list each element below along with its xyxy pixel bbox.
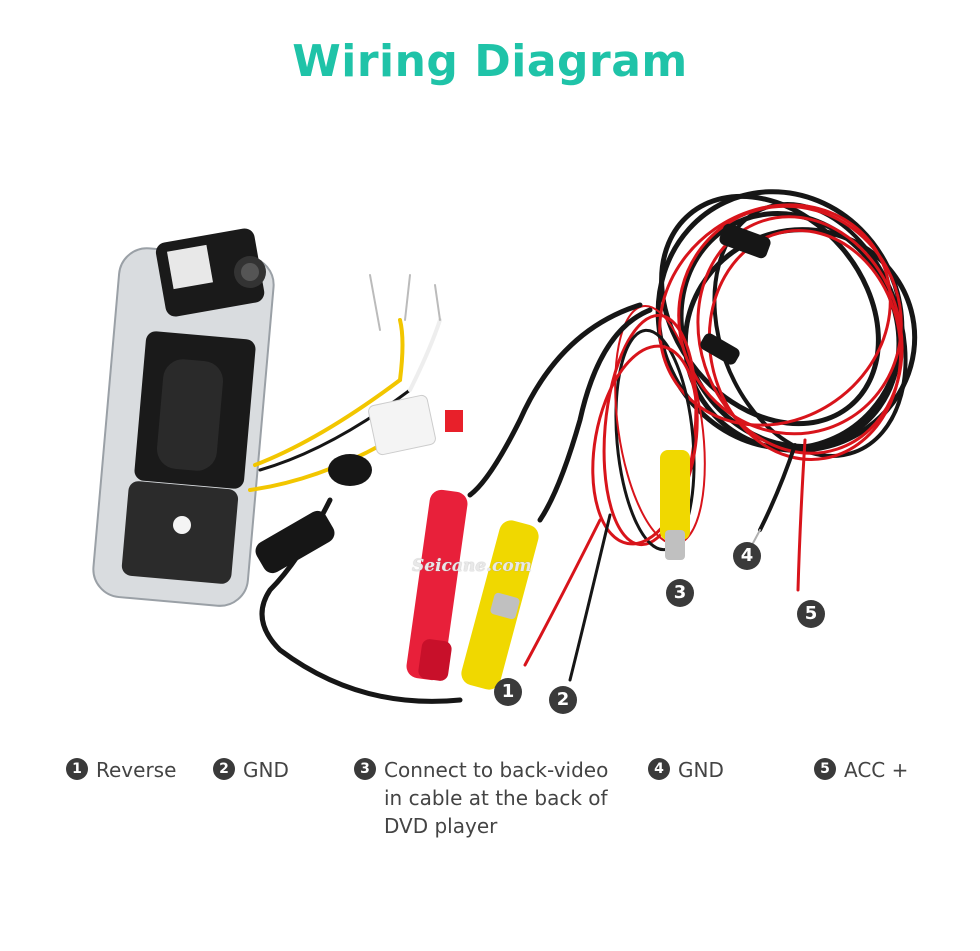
legend-label-line-1: Connect to back-video: [384, 758, 609, 782]
pigtail-wires: [248, 274, 463, 492]
legend-label-line-3: DVD player: [384, 814, 498, 838]
marker-4: 4: [733, 542, 761, 570]
camera-housing: [92, 228, 275, 607]
legend-number: 4: [648, 758, 670, 780]
legend-item-gnd-1: 2 GND: [213, 756, 289, 784]
medium-cable-coil: [523, 305, 706, 682]
coiled-cable-bundle: [655, 189, 918, 592]
legend-item-reverse: 1 Reverse: [66, 756, 176, 784]
legend-label: Reverse: [96, 758, 177, 782]
red-rca-plug: [406, 489, 468, 681]
legend-label: GND: [243, 758, 289, 782]
marker-1: 1: [494, 678, 522, 706]
diagram-title: Wiring Diagram: [292, 36, 688, 87]
legend-number: 3: [354, 758, 376, 780]
yellow-rca-jack: [660, 450, 690, 560]
marker-2: 2: [549, 686, 577, 714]
camera-wiring-photo: [92, 189, 918, 704]
legend-number: 2: [213, 758, 235, 780]
legend-label: ACC +: [844, 758, 909, 782]
marker-3: 3: [666, 579, 694, 607]
yellow-rca-plug: [461, 520, 539, 690]
legend-item-acc: 5 ACC +: [814, 756, 908, 784]
marker-5: 5: [797, 600, 825, 628]
legend-item-back-video: 3 Connect to back-video in cable at the …: [354, 756, 608, 840]
inline-ferrite: [255, 510, 335, 574]
brand-watermark: Seicane.com: [412, 556, 532, 576]
legend-label-line-2: in cable at the back of: [384, 786, 608, 810]
legend-label: GND: [678, 758, 724, 782]
legend-number: 5: [814, 758, 836, 780]
legend-number: 1: [66, 758, 88, 780]
legend-item-gnd-2: 4 GND: [648, 756, 724, 784]
